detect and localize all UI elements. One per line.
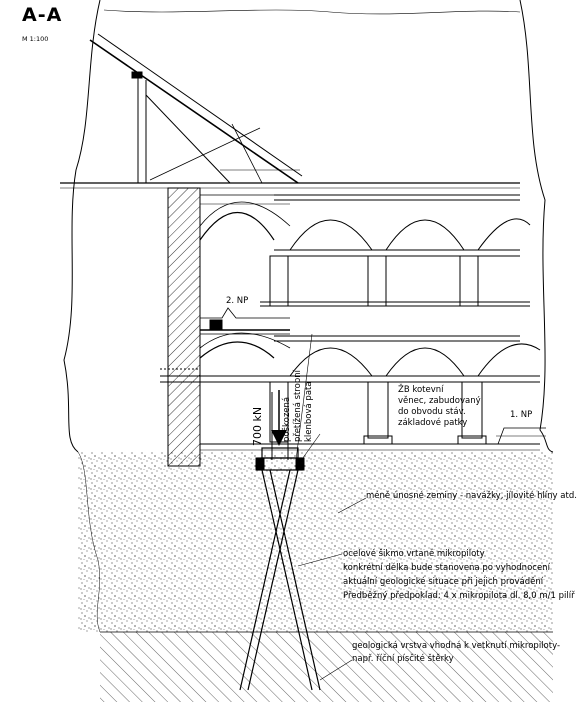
floor-slab-2np	[200, 307, 290, 335]
section-drawing	[60, 0, 554, 702]
floor-1np	[200, 427, 546, 451]
arcade-upper	[260, 194, 531, 307]
piles-note-line: konkrétní délka bude stanovena po vyhodn…	[343, 563, 550, 573]
scale-label: M 1:100	[22, 35, 49, 43]
collar-note-line: do obvodu stáv.	[398, 407, 466, 417]
hatched-wall	[167, 187, 201, 467]
bearing-note: geologická vrstva vhodná k vetknutí mikr…	[352, 640, 560, 666]
vertical-note-line: poškozená	[282, 396, 292, 442]
collar-note-line: ŽB kotevní	[398, 385, 444, 395]
top-roofline	[103, 9, 521, 15]
piles-note-line: ocelové šikmo vrtané mikropiloty	[343, 549, 485, 559]
section-title: A-A	[22, 4, 63, 26]
collar-note-line: věnec, zabudovaný	[398, 396, 481, 406]
right-break-line	[519, 0, 554, 453]
collar-note: ŽB kotevní věnec, zabudovaný do obvodu s…	[398, 385, 481, 429]
micropiles	[239, 469, 321, 691]
level-label-1np: 1. NP	[510, 410, 533, 420]
vertical-note-line: klenbová pata	[304, 381, 314, 442]
collar-note-line: základové patky	[398, 418, 468, 428]
bearing-layer	[100, 632, 553, 702]
soil-fill-layer	[78, 452, 553, 632]
left-break-line	[63, 0, 101, 453]
piles-note: ocelové šikmo vrtané mikropiloty konkrét…	[343, 547, 575, 603]
leader-lines	[295, 333, 367, 681]
pillar-load	[255, 390, 305, 471]
vertical-note: poškozená přetížená stropní klenbová pat…	[282, 370, 315, 442]
inner-vaults	[199, 194, 291, 359]
roof-truss	[60, 33, 520, 189]
piles-note-line: Předběžný předpoklad: 4 x mikropilota dl…	[343, 591, 575, 601]
level-label-2np: 2. NP	[226, 296, 249, 306]
piles-note-line: aktuální geologické situace při jejich p…	[343, 577, 544, 587]
bearing-note-line: např. říční písčité štěrky	[352, 654, 454, 664]
arcade-lower	[160, 335, 541, 445]
soil-cloud-edge	[77, 451, 101, 633]
soil-note: méně únosné zeminy - navážky, jílovité h…	[366, 491, 577, 501]
load-label: 700 kN	[251, 406, 264, 446]
vertical-note-line: přetížená stropní	[293, 369, 303, 442]
bearing-note-line: geologická vrstva vhodná k vetknutí mikr…	[352, 641, 561, 651]
